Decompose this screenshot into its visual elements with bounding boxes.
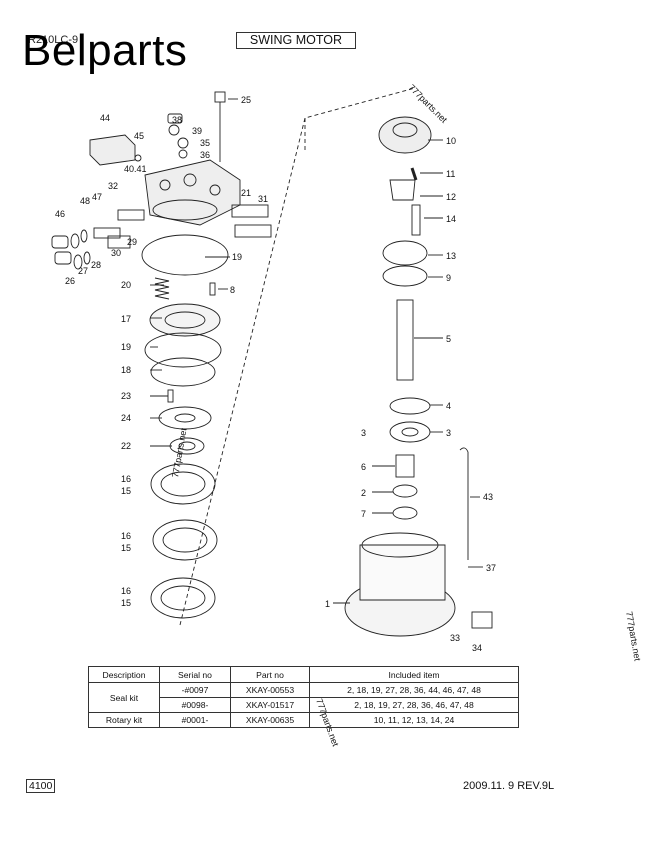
callout-30: 30 — [111, 248, 121, 258]
callout-14: 14 — [446, 214, 456, 224]
table-row: Rotary kit #0001- XKAY-00635 10, 11, 12,… — [88, 712, 519, 728]
table-row: Seal kit -#0097 XKAY-00553 2, 18, 19, 27… — [88, 682, 519, 713]
callout-17: 17 — [121, 314, 131, 324]
callout-12: 12 — [446, 192, 456, 202]
callout-15-b: 15 — [121, 543, 131, 553]
cell-items: 2, 18, 19, 27, 28, 36, 44, 46, 47, 48 — [309, 682, 519, 698]
callout-25: 25 — [241, 95, 251, 105]
col-description: Description — [88, 666, 160, 683]
callout-2: 2 — [361, 488, 366, 498]
callout-9: 9 — [446, 273, 451, 283]
callout-6: 6 — [361, 462, 366, 472]
callout-4: 4 — [446, 401, 451, 411]
callout-19: 19 — [121, 342, 131, 352]
cell-description: Rotary kit — [88, 712, 160, 728]
callout-15-a: 15 — [121, 486, 131, 496]
callout-10: 10 — [446, 136, 456, 146]
valve-block — [144, 159, 241, 226]
callout-43: 44 — [100, 113, 110, 123]
callout-16-c: 16 — [121, 586, 131, 596]
callout-3-right: 3 — [446, 428, 451, 438]
page-title: SWING MOTOR — [236, 32, 356, 49]
callout-34: 34 — [472, 643, 482, 653]
callout-21: 21 — [241, 188, 251, 198]
callout-33: 33 — [450, 633, 460, 643]
callout-40-41: 40.41 — [124, 164, 147, 174]
col-serial: Serial no — [159, 666, 231, 683]
cell-serial: -#0097 — [159, 682, 231, 698]
callout-32: 32 — [108, 181, 118, 191]
callout-1: 1 — [325, 599, 330, 609]
callout-20: 20 — [121, 280, 131, 290]
callout-22: 22 — [121, 441, 131, 451]
callout-19-top: 19 — [232, 252, 242, 262]
motor-housing — [344, 532, 493, 637]
callout-11: 11 — [446, 169, 455, 179]
callout-37: 37 — [486, 563, 496, 573]
callout-16-b: 16 — [121, 531, 131, 541]
model-label: R210LC-9 — [28, 34, 79, 46]
callout-24: 24 — [121, 413, 131, 423]
callout-16-a: 16 — [121, 474, 131, 484]
callout-18: 18 — [121, 365, 131, 375]
cell-items: 2, 18, 19, 27, 28, 36, 46, 47, 48 — [309, 697, 519, 713]
cell-serial: #0098- — [159, 697, 231, 713]
callout-42: 43 — [483, 492, 493, 502]
page-number: 4100 — [26, 779, 56, 793]
callout-36: 36 — [200, 150, 210, 160]
cell-part: XKAY-00553 — [230, 682, 310, 698]
brand-logo: Belparts — [22, 26, 188, 75]
revision-date: 2009.11. 9 REV.9L — [463, 780, 555, 792]
callout-15-c: 15 — [121, 598, 131, 608]
callout-44: 45 — [134, 131, 144, 141]
callout-5: 5 — [446, 334, 451, 344]
col-part: Part no — [230, 666, 310, 683]
callout-29: 29 — [127, 237, 137, 247]
callout-46: 47 — [92, 192, 102, 202]
callout-45: 46 — [55, 209, 65, 219]
table-header-row: Description Serial no Part no Included i… — [88, 666, 519, 683]
callout-23: 23 — [121, 391, 131, 401]
cell-part: XKAY-01517 — [230, 697, 310, 713]
col-items: Included item — [309, 666, 519, 683]
callout-28: 28 — [91, 260, 101, 270]
callout-31: 31 — [258, 194, 268, 204]
assembly-leader-line — [179, 87, 416, 626]
callout-8: 8 — [230, 285, 235, 295]
relief-valves-left — [51, 209, 145, 270]
callout-38: 38 — [172, 115, 182, 125]
watermark-3: 777parts.net — [624, 611, 643, 663]
callout-7: 7 — [361, 509, 366, 519]
callout-27: 27 — [78, 266, 88, 276]
callout-26: 26 — [65, 276, 75, 286]
cell-items: 10, 11, 12, 13, 14, 24 — [309, 712, 519, 728]
callout-47: 48 — [80, 196, 90, 206]
cell-part: XKAY-00635 — [230, 712, 310, 728]
kit-table: Description Serial no Part no Included i… — [88, 666, 519, 728]
callout-39: 39 — [192, 126, 202, 136]
callout-35: 35 — [200, 138, 210, 148]
friction-plates — [150, 463, 218, 619]
table-row: #0098- XKAY-01517 2, 18, 19, 27, 28, 36,… — [89, 697, 519, 713]
watermark-2: 777parts.net — [170, 427, 189, 479]
callout-labels: 25 10 11 12 14 13 9 5 4 3 3 6 2 7 43 37 … — [55, 95, 496, 653]
callout-3: 3 — [361, 428, 366, 438]
rotary-group — [378, 116, 432, 520]
cell-description: Seal kit — [88, 682, 160, 713]
callout-13: 13 — [446, 251, 456, 261]
cell-serial: #0001- — [159, 712, 231, 728]
